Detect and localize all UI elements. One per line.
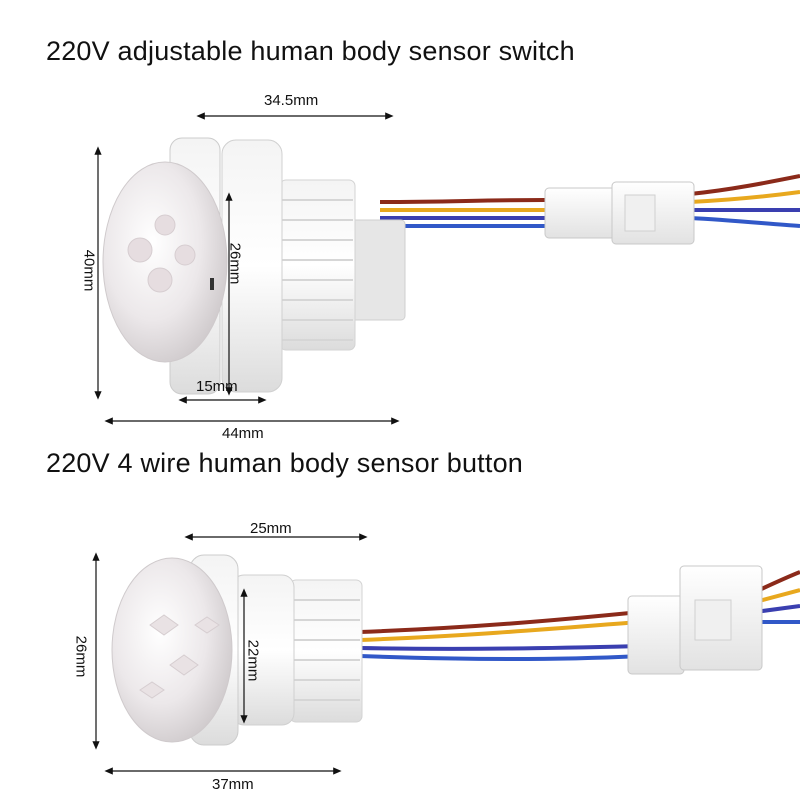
dim-total-length-1: 44mm — [222, 425, 264, 442]
connector-1 — [544, 181, 695, 245]
connector-2 — [627, 565, 763, 675]
product1-title: 220V adjustable human body sensor switch — [46, 36, 575, 66]
dim-width-top-2: 25mm — [250, 520, 292, 537]
wires-1 — [379, 174, 800, 229]
dim-thread-height-2: 22mm — [244, 639, 262, 682]
dim-thread-height-1: 26mm — [226, 242, 244, 285]
dim-depth-1: 15mm — [196, 378, 238, 395]
dimension-lines-2 — [92, 533, 368, 775]
dim-height-left-2: 26mm — [72, 635, 90, 678]
dim-width-top-1: 34.5mm — [264, 92, 319, 109]
dim-total-length-2: 37mm — [212, 776, 254, 793]
dimension-lines-1 — [94, 112, 400, 425]
dim-height-left-1: 40mm — [80, 249, 98, 292]
product2-title: 220V 4 wire human body sensor button — [46, 448, 523, 478]
sensor-switch-1 — [102, 137, 800, 395]
wires-2 — [359, 570, 800, 661]
sensor-button-2 — [111, 554, 800, 746]
